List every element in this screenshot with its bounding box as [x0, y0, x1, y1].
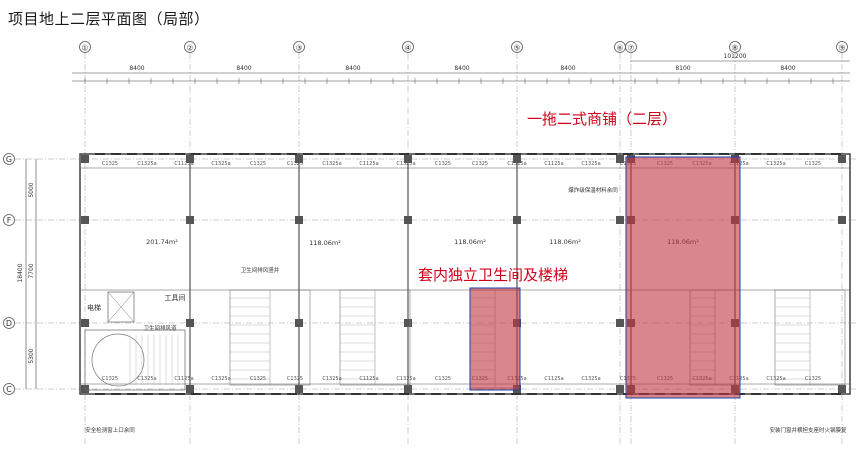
window-label: C1325	[250, 376, 266, 382]
bay-width-dimension: 8400	[780, 65, 795, 72]
bathroom-callout-label: 套内独立卫生间及楼梯	[418, 266, 569, 284]
row-axis-bubble	[3, 383, 15, 395]
window-label: C1325a	[137, 161, 156, 167]
window-label: C1325	[287, 161, 303, 167]
window-label: C1125a	[174, 161, 193, 167]
window-label: C1325	[435, 376, 451, 382]
row-height-dimension: 7700	[28, 263, 35, 278]
shop-callout-label: 一拖二式商铺（二层）	[527, 110, 678, 128]
page-title: 项目地上二层平面图（局部）	[8, 10, 210, 28]
window-label: C1125a	[544, 161, 563, 167]
row-axis-bubble	[3, 317, 15, 329]
stair-note-label: 卫生间排风竖井	[241, 266, 280, 274]
column-axis-bubble	[184, 41, 196, 53]
column-axis-label: ②	[186, 44, 193, 53]
column-axis-label: ⑥	[616, 44, 623, 53]
column-axis-label: ⑧	[731, 44, 738, 53]
window-label: C1325a	[766, 161, 785, 167]
window-label: C1325	[805, 376, 821, 382]
window-label: C1325a	[581, 161, 600, 167]
column-axis-label: ③	[295, 44, 302, 53]
window-label: C1325	[102, 376, 118, 382]
row-axis-bubble	[3, 153, 15, 165]
window-label: C1125a	[359, 376, 378, 382]
row-axis-label: G	[6, 155, 12, 164]
right-note-label: 安装门窗并横担支座时火钢膜复	[769, 426, 847, 434]
column-axis-bubble	[293, 41, 305, 53]
window-label: C1325	[102, 161, 118, 167]
window-label: C1325a	[211, 161, 230, 167]
column-axis-bubble	[402, 41, 414, 53]
column-axis-label: ④	[404, 44, 411, 53]
room-area-label: 118.06m²	[309, 239, 341, 247]
window-label: C1125a	[544, 376, 563, 382]
window-label: C1325	[472, 161, 488, 167]
bay-width-dimension: 8400	[129, 65, 144, 72]
bathroom-highlight-region	[469, 287, 521, 391]
tool-room-label: 工具间	[165, 294, 186, 302]
column-axis-bubble	[729, 41, 741, 53]
window-label: C1325	[805, 161, 821, 167]
row-height-dimension: 5300	[28, 348, 35, 363]
bay-width-dimension: 8400	[236, 65, 251, 72]
window-label: C1325a	[507, 161, 526, 167]
window-label: C1325	[435, 161, 451, 167]
window-label: C1325	[287, 376, 303, 382]
column-axis-bubble	[836, 41, 848, 53]
window-label: C1325a	[396, 161, 415, 167]
row-axis-label: C	[6, 385, 12, 394]
window-label: C1325a	[581, 376, 600, 382]
bay-width-dimension: 8400	[454, 65, 469, 72]
bay-width-dimension: 8400	[345, 65, 360, 72]
column-axis-bubble	[79, 41, 91, 53]
room-area-label: 201.74m²	[146, 238, 178, 246]
row-axis-label: D	[6, 319, 12, 328]
shaft-note-label: 卫生间排风道	[143, 324, 177, 332]
row-axis-label: F	[7, 216, 12, 225]
bay-width-dimension: 8100	[675, 65, 690, 72]
row-axis-bubble	[3, 214, 15, 226]
total-depth-dimension: 18400	[17, 263, 24, 282]
elevator-label: 电梯	[87, 303, 101, 312]
window-label: C1325	[250, 161, 266, 167]
column-axis-label: ⑦	[627, 44, 634, 53]
column-axis-bubble	[511, 41, 523, 53]
window-label: C1125a	[174, 376, 193, 382]
column-axis-bubble	[625, 41, 637, 53]
column-axis-label: ①	[81, 44, 88, 53]
window-label: C1325a	[211, 376, 230, 382]
bottom-note-label: 安全检测窗上口余同	[85, 426, 135, 434]
window-label: C1325a	[396, 376, 415, 382]
room-area-label: 118.06m²	[454, 238, 486, 246]
column-axis-label: ⑨	[838, 44, 845, 53]
insulation-note-label: 爆炸级保温材料余同	[568, 186, 618, 194]
shop-highlight-region	[625, 156, 741, 399]
total-width-dimension: 101200	[724, 53, 747, 60]
room-area-label: 118.06m²	[549, 238, 581, 246]
window-label: C1325a	[322, 376, 341, 382]
window-label: C1325a	[322, 161, 341, 167]
bay-width-dimension: 8400	[560, 65, 575, 72]
window-label: C1325a	[766, 376, 785, 382]
row-height-dimension: 5000	[28, 182, 35, 197]
window-label: C1125a	[359, 161, 378, 167]
column-axis-label: ⑤	[513, 44, 520, 53]
window-label: C1325a	[137, 376, 156, 382]
